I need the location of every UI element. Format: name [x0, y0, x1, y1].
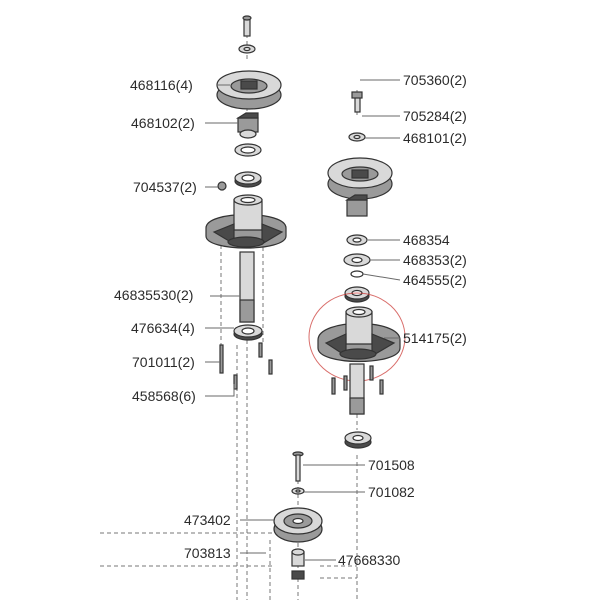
- label-458568: 458568(6): [132, 388, 196, 404]
- label-468101: 468101(2): [403, 130, 467, 146]
- pulley-468116: [216, 70, 282, 110]
- right-bearing-lower: [344, 431, 372, 449]
- left-bearing-upper: [234, 171, 262, 188]
- pulley-468101: [327, 157, 393, 200]
- label-47668330: 47668330: [338, 552, 401, 568]
- left-washer-top: [238, 44, 256, 54]
- label-468354: 468354: [403, 232, 450, 248]
- left-ring: [234, 143, 262, 157]
- label-476634: 476634(4): [131, 320, 195, 336]
- assembly-axes: [100, 20, 358, 600]
- washer-701082: [291, 487, 305, 495]
- spacer-47668330: [291, 548, 305, 567]
- label-514175: 514175(2): [403, 330, 467, 346]
- label-468353: 468353(2): [403, 252, 467, 268]
- label-703813: 703813: [184, 545, 231, 561]
- washer-468353: [343, 253, 371, 267]
- right-bearing-upper: [344, 286, 370, 303]
- spindle-assembly-514175: [308, 292, 406, 395]
- left-bearing-lower: [233, 324, 263, 341]
- label-468116: 468116(4): [130, 77, 193, 93]
- oring-464555: [350, 270, 364, 278]
- label-468102: 468102(2): [131, 115, 195, 131]
- grease-fitting-704537: [217, 181, 227, 191]
- right-hub: [344, 194, 368, 217]
- label-705360: 705360(2): [403, 72, 467, 88]
- label-701508: 701508: [368, 457, 415, 473]
- right-spindle-shaft: [349, 363, 365, 415]
- right-bolt-top: [351, 91, 363, 113]
- left-bolt-top: [242, 15, 252, 37]
- leader-lines: [205, 79, 401, 561]
- nut-703813: [291, 570, 305, 580]
- label-46835530: 46835530(2): [114, 287, 193, 303]
- left-spindle-housing: [205, 194, 287, 249]
- label-464555: 464555(2): [403, 272, 467, 288]
- label-701011: 701011(2): [132, 354, 195, 370]
- label-705284: 705284(2): [403, 108, 467, 124]
- washer-468354: [346, 234, 368, 246]
- right-washer-top: [348, 132, 366, 142]
- left-bolts-lower: [219, 342, 273, 390]
- label-473402: 473402: [184, 512, 231, 528]
- hub-468102: [235, 112, 259, 139]
- label-704537: 704537(2): [133, 179, 197, 195]
- idler-pulley-473402: [273, 507, 323, 543]
- left-spindle-shaft: [239, 251, 255, 323]
- label-701082: 701082: [368, 484, 415, 500]
- bolt-701508: [292, 451, 304, 482]
